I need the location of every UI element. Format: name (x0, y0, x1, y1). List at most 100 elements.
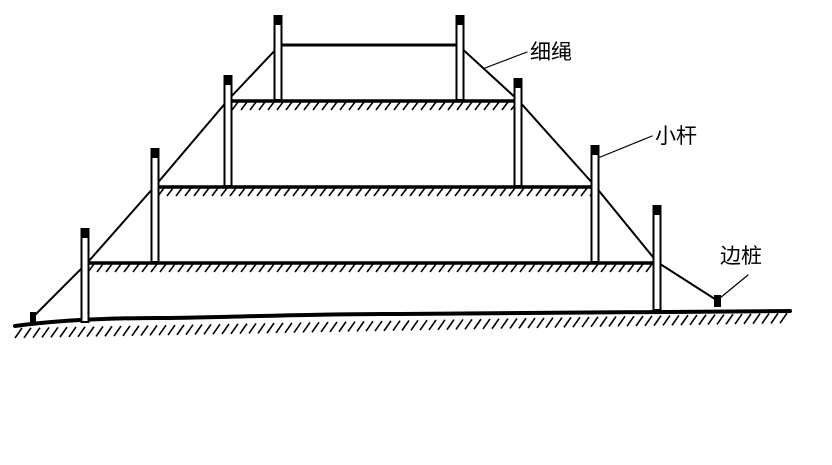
hatch-mark (301, 187, 309, 197)
hatch-mark (698, 314, 707, 326)
hatch-mark (526, 187, 534, 197)
hatch-mark (599, 316, 608, 328)
hatch-mark (447, 263, 455, 273)
hatch-mark (429, 263, 437, 273)
hatch-mark (213, 263, 221, 273)
hatch-mark (175, 187, 183, 197)
hatch-mark (519, 263, 527, 273)
hatch-mark (535, 187, 543, 197)
hatch-mark (195, 263, 203, 273)
ground-hatching (14, 101, 788, 339)
hatch-mark (222, 263, 230, 273)
hatch-mark (500, 318, 509, 330)
hatch-mark (428, 319, 437, 331)
hatch-mark (229, 187, 237, 197)
pole (590, 145, 600, 263)
hatch-mark (176, 324, 185, 336)
hatch-mark (463, 187, 471, 197)
hatch-mark (248, 323, 257, 334)
hatch-mark (285, 263, 293, 273)
hatch-mark (274, 187, 282, 197)
hatch-mark (562, 187, 570, 197)
hatch-mark (474, 263, 482, 273)
hatch-mark (346, 187, 354, 197)
hatch-mark (285, 101, 293, 111)
hatch-mark (177, 263, 185, 273)
hatch-mark (455, 319, 464, 330)
hatch-mark (546, 263, 554, 273)
hatch-mark (328, 187, 336, 197)
hatch-mark (310, 187, 318, 197)
hatch-mark (499, 187, 507, 197)
hatch-mark (194, 324, 203, 335)
pole-cap (273, 15, 283, 25)
hatch-mark (483, 263, 491, 273)
hatch-mark (401, 320, 410, 331)
hatch-mark (527, 317, 536, 329)
hatch-mark (591, 263, 599, 273)
hatch-mark (492, 101, 500, 111)
hatch-mark (492, 263, 500, 273)
hatch-mark (482, 318, 491, 330)
hatch-mark (473, 318, 482, 330)
hatch-mark (303, 101, 311, 111)
poles (80, 15, 662, 323)
hatch-mark (437, 319, 446, 331)
hatch-mark (204, 263, 212, 273)
hatch-mark (573, 263, 581, 273)
hatch-mark (402, 263, 410, 273)
pole (455, 15, 465, 101)
hatch-mark (402, 101, 410, 111)
hatch-mark (609, 263, 617, 273)
hatch-mark (465, 101, 473, 111)
pole-cap (652, 205, 662, 215)
hatch-mark (284, 322, 293, 334)
leader-stake (719, 274, 749, 299)
hatch-mark (320, 321, 329, 333)
hatch-mark (483, 101, 491, 111)
hatch-mark (338, 321, 347, 333)
hatch-mark (239, 323, 248, 335)
pole (513, 78, 523, 187)
hatch-mark (311, 321, 320, 333)
pole-cap (513, 78, 523, 88)
hatch-mark (132, 263, 140, 273)
hatch-mark (312, 263, 320, 273)
hatch-mark (150, 263, 158, 273)
hatch-mark (393, 263, 401, 273)
hatch-mark (436, 187, 444, 197)
hatch-mark (365, 320, 374, 332)
hatch-mark (501, 101, 509, 111)
edge-stake-right (714, 295, 721, 307)
hatch-mark (257, 322, 266, 334)
hatch-mark (770, 312, 779, 324)
hatch-mark (330, 101, 338, 111)
hatch-mark (393, 101, 401, 111)
hatch-mark (355, 187, 363, 197)
hatch-mark (258, 263, 266, 273)
hatch-mark (193, 187, 201, 197)
hatch-mark (644, 315, 653, 327)
hatch-mark (149, 324, 158, 336)
hatch-mark (184, 187, 192, 197)
hatch-mark (186, 263, 194, 273)
hatch-mark (429, 101, 437, 111)
hatch-mark (411, 263, 419, 273)
hatch-mark (571, 187, 579, 197)
hatch-mark (653, 315, 662, 327)
hatch-mark (373, 187, 381, 197)
pole (652, 205, 662, 311)
hatch-mark (211, 187, 219, 197)
hatch-mark (553, 187, 561, 197)
edge-stake-left (30, 312, 36, 322)
hatch-mark (321, 101, 329, 111)
pole (273, 15, 283, 101)
pole-cap (223, 75, 233, 85)
hatch-mark (680, 314, 689, 326)
hatch-mark (400, 187, 408, 197)
hatch-mark (294, 263, 302, 273)
hatch-mark (122, 325, 131, 337)
hatch-mark (240, 263, 248, 273)
hatch-mark (384, 101, 392, 111)
hatch-mark (267, 101, 275, 111)
